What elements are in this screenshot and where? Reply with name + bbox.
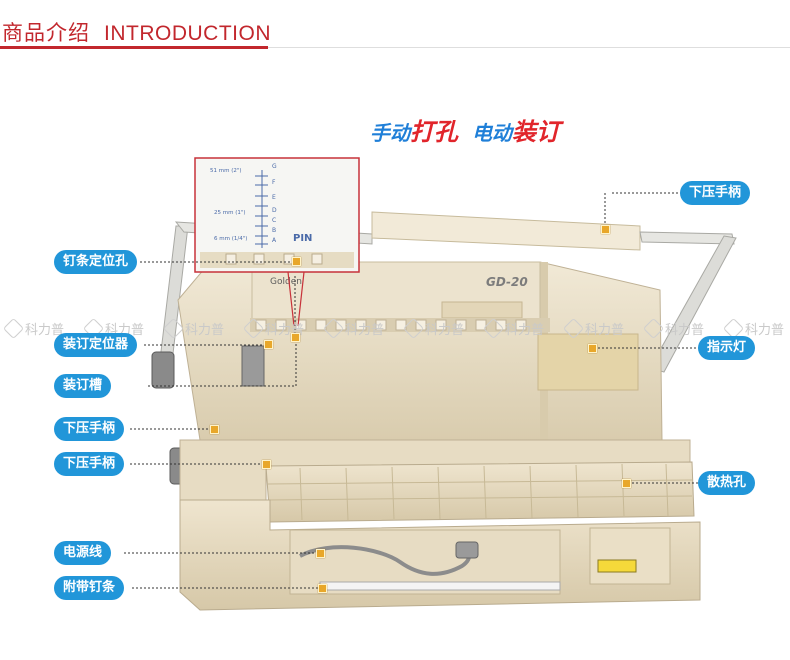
pin-label: PIN [293,233,312,244]
indicator-panel [537,333,639,391]
scale-letter: B [272,227,276,234]
callout-strips: 附带钉条 [54,576,125,600]
callout-vent: 散热孔 [698,471,756,495]
watermark-icon [482,317,505,340]
slogan-part-4: 装订 [511,118,560,146]
marker-dot [316,549,325,558]
watermark: 科力普 [2,317,64,340]
slogan-part-3: 电动 [471,121,512,145]
product-slogan: 手动打孔 电动装订 [370,112,560,147]
handle-bar-top-right [639,231,735,245]
callout-binding-slot: 装订槽 [54,374,112,398]
callout-strip-hole: 钉条定位孔 [54,250,138,274]
marker-dot [601,225,610,234]
left-knob [151,351,175,389]
marker-dot [291,333,300,342]
callout-press-handle-2: 下压手柄 [54,452,125,476]
callout-press-handle-top: 下压手柄 [680,181,751,205]
handle-bar-right [649,235,737,373]
watermark: 科力普 [642,317,704,340]
scale-letter: C [272,217,276,224]
watermark: 科力普 [322,317,384,340]
marker-dot [318,584,327,593]
marker-dot [262,460,271,469]
header-divider [268,47,790,48]
scale-letter: A [272,237,277,244]
watermark: 科力普 [162,317,224,340]
watermark-icon [2,317,25,340]
watermark-icon [322,317,345,340]
marker-dot [622,479,631,488]
brand-label: Golden [270,277,302,287]
watermark-icon [402,317,425,340]
scale-bot-label: 6 mm (1/4") [214,236,247,242]
watermark-icon [642,317,665,340]
scale-top-label: 51 mm (2") [210,168,242,174]
handle-grip [371,211,641,251]
marker-dot [210,425,219,434]
header-title-en: INTRODUCTION [104,22,271,45]
scale-letter: D [272,207,277,214]
watermark-icon [562,317,585,340]
callout-indicator: 指示灯 [698,336,756,360]
section-header: 商品介绍 INTRODUCTION [0,0,790,52]
scale-letter: F [272,179,276,186]
marker-dot [292,257,301,266]
model-label: GD-20 [486,275,528,289]
vent-cover [265,461,695,523]
scale-mid-label: 25 mm (1") [214,210,246,216]
header-title-zh: 商品介绍 [2,21,90,45]
marker-dot [588,344,597,353]
watermark: 科力普 [482,317,544,340]
slogan-part-1: 手动 [370,121,410,145]
header-accent-rule [0,46,268,49]
callout-binding-locator: 装订定位器 [54,333,138,357]
watermark: 科力普 [722,317,784,340]
callout-power-cord: 电源线 [54,541,112,565]
scale-letter: E [272,194,276,201]
watermark: 科力普 [562,317,624,340]
watermark: 科力普 [402,317,464,340]
slogan-part-2: 打孔 [410,118,458,146]
watermark-icon [162,317,185,340]
watermark-icon [242,317,265,340]
marker-dot [264,340,273,349]
scale-letter: G [272,163,277,170]
callout-press-handle-1: 下压手柄 [54,417,125,441]
